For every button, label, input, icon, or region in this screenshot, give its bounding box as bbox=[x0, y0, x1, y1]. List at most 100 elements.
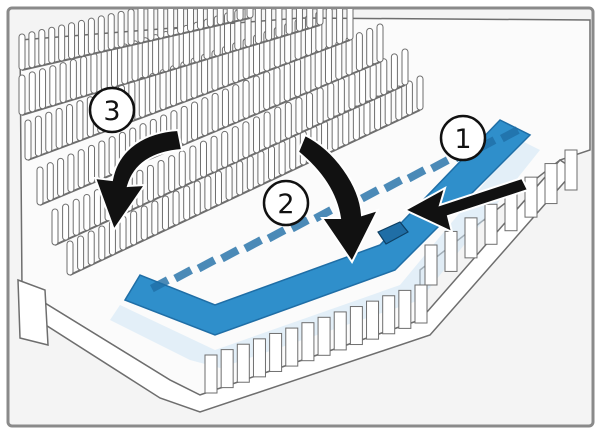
tine bbox=[380, 58, 388, 96]
tine bbox=[151, 200, 159, 236]
tine bbox=[236, 160, 244, 196]
tine bbox=[67, 153, 75, 193]
blue-rail-slot bbox=[383, 176, 403, 193]
tine bbox=[314, 49, 322, 89]
tine bbox=[57, 157, 65, 197]
tine bbox=[80, 55, 88, 97]
tine bbox=[284, 101, 292, 139]
tine bbox=[177, 9, 185, 35]
tine bbox=[178, 150, 186, 188]
tine bbox=[28, 31, 36, 69]
blue-rail-slot bbox=[313, 206, 333, 223]
tine bbox=[159, 69, 167, 111]
tine bbox=[395, 85, 403, 121]
tine bbox=[45, 111, 53, 153]
tine bbox=[193, 180, 201, 216]
tine bbox=[384, 90, 392, 126]
blue-rail-slot bbox=[406, 166, 427, 183]
front-grid-cell bbox=[382, 295, 396, 335]
tine bbox=[187, 9, 195, 33]
tine bbox=[34, 115, 42, 157]
tine bbox=[275, 9, 283, 38]
front-grid-cell bbox=[204, 354, 218, 394]
tine bbox=[336, 9, 344, 45]
tine bbox=[359, 67, 367, 105]
front-grid-cell bbox=[285, 327, 299, 367]
tine bbox=[342, 110, 350, 146]
tine bbox=[77, 19, 85, 57]
tine bbox=[242, 79, 250, 119]
step-marker-2: 2 bbox=[262, 179, 310, 227]
tine bbox=[274, 106, 282, 144]
tine bbox=[324, 45, 332, 85]
tine bbox=[172, 27, 180, 69]
tine bbox=[225, 165, 233, 201]
tine bbox=[121, 43, 129, 85]
tine bbox=[48, 26, 56, 64]
front-grid-cell bbox=[269, 332, 283, 372]
tine bbox=[138, 76, 146, 118]
tine bbox=[130, 210, 138, 246]
tine bbox=[62, 203, 70, 241]
tine bbox=[273, 66, 281, 106]
tine bbox=[210, 135, 218, 173]
curved-arrow-down-icon bbox=[296, 133, 380, 264]
blue-rail-slot bbox=[196, 256, 217, 273]
tine bbox=[327, 82, 335, 120]
basket-right-grid bbox=[424, 149, 578, 286]
tine bbox=[369, 63, 377, 101]
step-number: 1 bbox=[454, 124, 471, 155]
tine bbox=[59, 62, 67, 104]
tine bbox=[107, 13, 115, 51]
tine bbox=[306, 9, 314, 29]
tine bbox=[28, 71, 36, 113]
tine bbox=[331, 115, 339, 151]
tine bbox=[183, 185, 191, 221]
tine bbox=[58, 24, 66, 62]
blue-rail-slot bbox=[243, 236, 263, 253]
tine bbox=[268, 145, 276, 181]
tine bbox=[46, 162, 54, 202]
tine bbox=[88, 144, 96, 184]
tine bbox=[390, 53, 398, 91]
curved-arrow-down-icon bbox=[93, 128, 184, 233]
side-grid-cell bbox=[544, 163, 558, 205]
side-grid-cell bbox=[424, 244, 438, 286]
tine bbox=[283, 62, 291, 102]
tine-row bbox=[18, 9, 254, 71]
tine-row bbox=[66, 75, 424, 276]
tine bbox=[149, 73, 157, 115]
tine bbox=[206, 9, 214, 28]
tine bbox=[401, 48, 409, 86]
tine bbox=[49, 65, 57, 107]
tine bbox=[348, 72, 356, 110]
tine bbox=[366, 27, 374, 67]
tine bbox=[232, 84, 240, 124]
tine bbox=[346, 9, 354, 41]
tine bbox=[98, 225, 106, 261]
blue-rail-slot bbox=[290, 216, 310, 233]
side-grid-cell bbox=[484, 203, 498, 245]
tine bbox=[141, 37, 149, 79]
tine bbox=[257, 150, 265, 186]
step-marker-3: 3 bbox=[88, 86, 136, 134]
front-grid-cell bbox=[236, 343, 250, 383]
tine bbox=[146, 164, 154, 202]
tine bbox=[137, 9, 145, 44]
side-grid-cell bbox=[444, 230, 458, 272]
tine bbox=[140, 205, 148, 241]
tine bbox=[77, 235, 85, 271]
tine bbox=[77, 149, 85, 189]
basket-left-panel bbox=[17, 278, 49, 346]
step-marker-1: 1 bbox=[439, 114, 487, 162]
tine bbox=[180, 105, 188, 145]
tine bbox=[253, 116, 261, 154]
tine bbox=[416, 75, 424, 111]
tine bbox=[246, 9, 254, 19]
tine bbox=[66, 240, 74, 276]
blue-rail-slot bbox=[220, 246, 240, 263]
tine bbox=[87, 17, 95, 55]
side-grid-cell bbox=[524, 176, 538, 218]
side-grid-cell bbox=[464, 217, 478, 259]
